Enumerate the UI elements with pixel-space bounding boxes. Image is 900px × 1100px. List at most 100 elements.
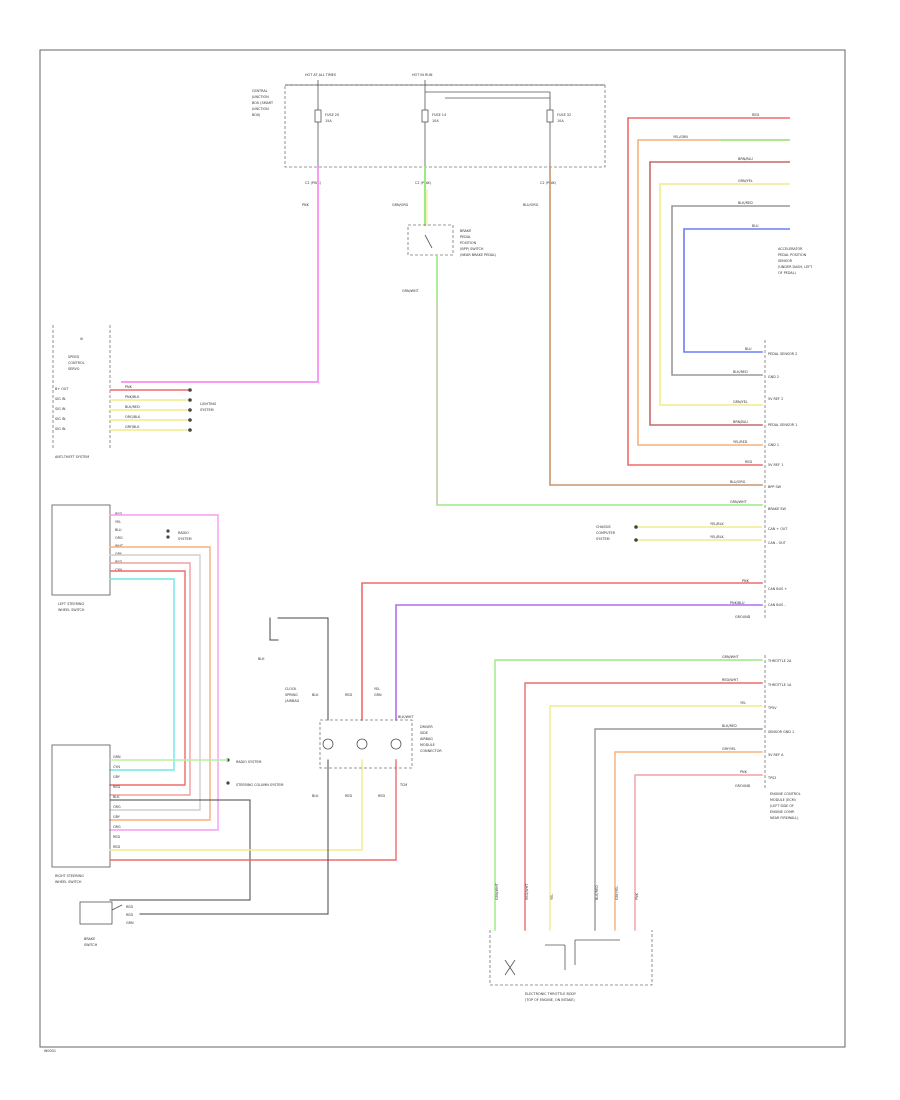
diagram-label: GRN/WHT	[722, 655, 740, 659]
component-box	[284, 84, 606, 168]
diagram-label: YEL/RED	[733, 440, 748, 444]
diagram-label: BLK/WHT	[398, 715, 414, 719]
wire-segment	[109, 759, 363, 851]
diagram-label: RED/WHT	[722, 678, 739, 682]
diagram-label: GRN/WHT	[495, 882, 499, 900]
wire-segment	[109, 759, 397, 861]
speed-control-module: ⚙ SPEED CONTROL SERVO B+ OUT SIG IN SIG …	[52, 325, 217, 459]
diagram-label: RED	[378, 794, 385, 798]
diagram-label: FUSE 14	[432, 113, 446, 117]
diagram-label: (NEAR BRAKE PEDAL)	[460, 253, 497, 257]
diagram-label: RED	[345, 794, 352, 798]
diagram-label: (BPP) SWITCH	[460, 247, 484, 251]
right-steering-wheel-switch: RIGHT STEERING WHEEL SWITCH GRN CYN GRY …	[51, 744, 283, 884]
diagram-label: CENTRAL	[252, 89, 268, 93]
terminal-icon	[322, 738, 334, 750]
diagram-label: 5V REF 2	[768, 397, 783, 401]
diagram-label: CAN BUS +	[768, 587, 787, 591]
diagram-label: BRAKE	[460, 229, 471, 233]
diagram-label: FUSE 20	[325, 113, 339, 117]
diagram-label: CONTROL	[68, 361, 85, 365]
diagram-label: BLK/RED	[733, 370, 748, 374]
engine-control-module: GRN/WHT RED/WHT YEL BLK/RED GRY/YEL PNK …	[494, 655, 801, 931]
splice-dot	[188, 388, 192, 392]
diagram-label: CYN	[115, 568, 122, 572]
footer-code: W0001	[44, 1049, 56, 1053]
module-icon: ⚙	[80, 337, 83, 341]
wire-pink-fuse20	[121, 166, 319, 383]
diagram-label: SPEED	[68, 355, 79, 359]
diagram-label: ORG	[115, 536, 123, 540]
diagram-label: 10A	[432, 119, 439, 123]
diagram-label: RED	[126, 913, 133, 917]
splice-dot	[188, 418, 192, 422]
diagram-label: GRY/YEL	[615, 886, 619, 900]
diagram-label: SYSTEM	[178, 537, 192, 541]
diagram-label: BLK/RED	[125, 405, 140, 409]
diagram-label: HOT AT ALL TIMES	[305, 73, 336, 77]
diagram-label: YEL/GRN	[673, 135, 688, 139]
diagram-label: CHASSIS	[596, 525, 611, 529]
diagram-label: CLOCK	[285, 687, 297, 691]
component-box	[421, 109, 429, 123]
diagram-label: OF PEDAL)	[778, 271, 797, 275]
diagram-label: DRIVER	[420, 725, 433, 729]
brake-pedal-position-switch: BRAKE PEDAL POSITION (BPP) SWITCH (NEAR …	[407, 224, 497, 257]
wire-segment	[649, 161, 763, 426]
diagram-label: PNK	[740, 770, 748, 774]
diagram-label: STEERING COLUMN SYSTEM	[236, 783, 283, 787]
diagram-label: PEDAL	[460, 235, 471, 239]
diagram-label: WHEEL SWITCH	[55, 880, 82, 884]
diagram-label: (TOP OF ENGINE, ON INTAKE)	[525, 998, 575, 1002]
wire-segment	[109, 514, 219, 831]
diagram-label: SPRING	[285, 693, 298, 697]
wire-segment	[109, 546, 211, 821]
diagram-label: RED	[126, 905, 133, 909]
diagram-label: BLU/ORG	[523, 203, 539, 207]
splice-dot	[634, 525, 638, 529]
wire-grn-wht-brake	[436, 254, 763, 506]
diagram-label: PEDAL SENSOR 2	[768, 352, 797, 356]
diagram-label: RED	[745, 460, 752, 464]
diagram-label: SENSOR GND 1	[768, 730, 794, 734]
wire-segment	[109, 578, 175, 771]
wire-segment	[549, 705, 763, 931]
diagram-label: RED	[345, 693, 352, 697]
diagram-label: PEDAL SENSOR 1	[768, 423, 797, 427]
diagram-label: BLK	[312, 794, 319, 798]
diagram-label: BLU	[115, 528, 122, 532]
diagram-label: AIRBAG	[420, 737, 433, 741]
diagram-label: SENSOR	[778, 259, 793, 263]
diagram-label: YEL	[374, 687, 380, 691]
airbag-module-connector: DRIVER SIDE AIRBAG MODULE CONNECTOR BLK/…	[312, 715, 442, 798]
wire-blu-org-fuse32	[549, 166, 763, 486]
wire-segment	[637, 139, 763, 446]
diagram-label: LEFT STEERING	[58, 602, 84, 606]
diagram-label: SERVO	[68, 367, 80, 371]
wire-segment	[659, 183, 763, 406]
wire-pnk-blu-can-minus	[395, 604, 763, 721]
diagram-label: PNK	[125, 385, 133, 389]
splice-dot	[166, 535, 170, 539]
diagram-label: THROTTLE 1A	[767, 683, 792, 687]
diagram-label: C2 (PINK)	[415, 181, 432, 185]
diagram-label: BLU	[745, 347, 752, 351]
wire-segment	[494, 659, 763, 931]
diagram-label: ENGINE CONTROL	[770, 792, 801, 796]
diagram-label: WHEEL SWITCH	[58, 608, 85, 612]
terminal-icon	[390, 738, 402, 750]
diagram-label: GRN/ORG	[392, 203, 409, 207]
wire-segment	[614, 751, 763, 931]
diagram-label: JUNCTION	[251, 107, 269, 111]
diagram-label: CONNECTOR	[420, 749, 442, 753]
diagram-label: RED	[752, 113, 759, 117]
component-box	[407, 224, 454, 256]
wire-segment	[627, 117, 763, 466]
diagram-label: BLK/RED	[722, 724, 737, 728]
wire-segment	[277, 617, 329, 721]
accelerator-pedal-sensor-wires: RED YEL/GRN BRN/BLU GRN/YEL BLK/RED BLU …	[627, 113, 813, 466]
diagram-label: 5V REF A	[768, 753, 784, 757]
diagram-label: FUSE 32	[557, 113, 571, 117]
wire-segment	[424, 234, 433, 249]
